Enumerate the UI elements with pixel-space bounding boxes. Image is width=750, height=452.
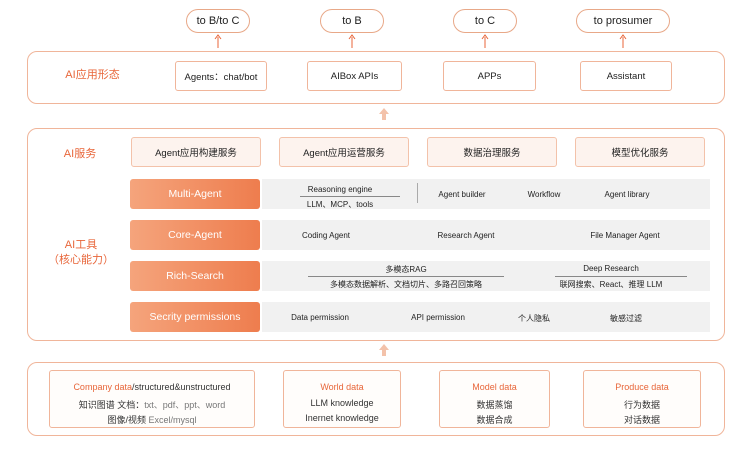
app-agents-chat-bot: Agents：chat/bot	[175, 61, 267, 91]
deep-research-title: Deep Research	[583, 264, 639, 273]
app-apps: APPs	[443, 61, 536, 91]
deep-research-sub: 联网搜索、React、推理 LLM	[559, 280, 663, 289]
app-layer-label: AI应用形态	[65, 69, 120, 81]
company-data-title: Company data	[73, 382, 132, 392]
workflow: Workflow	[527, 190, 561, 199]
tools-label-line1: AI工具	[64, 239, 98, 251]
model-data-line2: 数据合成	[476, 415, 513, 425]
api-permission: API permission	[411, 313, 465, 322]
reasoning-engine-title: Reasoning engine	[307, 185, 373, 194]
coding-agent: Coding Agent	[301, 231, 351, 240]
service-agent-build: Agent应用构建服务	[131, 137, 261, 167]
tools-label: AI工具 （核心能力）	[46, 238, 116, 268]
target-c: to C	[453, 9, 517, 33]
up-arrow-icon	[481, 34, 489, 48]
company-line2-b: txt、pdf、ppt、word	[144, 400, 226, 410]
world-data-line1: LLM knowledge	[310, 398, 374, 408]
model-data-title: Model data	[472, 382, 517, 392]
produce-data-line2: 对话数据	[623, 415, 660, 425]
tool-core-agent: Core-Agent	[130, 220, 260, 250]
research-agent: Research Agent	[437, 231, 495, 240]
target-b-c: to B/to C	[186, 9, 250, 33]
service-agent-ops: Agent应用运营服务	[279, 137, 409, 167]
up-arrow-icon	[619, 34, 627, 48]
company-line3-a: 图像/视频	[107, 415, 149, 425]
company-line3-b: Excel/mysql	[148, 415, 197, 425]
company-data-title-rest: /structured&unstructured	[131, 382, 231, 392]
deep-divider	[555, 276, 687, 277]
tool-security-permissions: Secrity permissions	[130, 302, 260, 332]
core-agent-bar	[262, 220, 710, 250]
rag-title: 多模态RAG	[385, 265, 427, 274]
produce-data-line1: 行为数据	[623, 400, 660, 410]
produce-data-title: Produce data	[615, 382, 669, 392]
vertical-divider	[417, 183, 418, 203]
model-data-line1: 数据蒸馏	[476, 400, 513, 410]
data-permission: Data permission	[291, 313, 349, 322]
tool-multi-agent: Multi-Agent	[130, 179, 260, 209]
sensitive-filter: 敏感过滤	[610, 314, 642, 323]
personal-privacy: 个人隐私	[518, 314, 550, 323]
produce-data-box: Produce data 行为数据 对话数据	[583, 370, 701, 428]
section-up-arrow-icon	[379, 108, 389, 120]
company-line2-a: 知识图谱 文档：	[78, 400, 145, 410]
tool-rich-search: Rich-Search	[130, 261, 260, 291]
agent-library: Agent library	[604, 190, 650, 199]
target-prosumer: to prosumer	[576, 9, 670, 33]
model-data-box: Model data 数据蒸馏 数据合成	[439, 370, 550, 428]
security-bar	[262, 302, 710, 332]
rag-sub: 多模态数据解析、文档切片、多路召回策略	[330, 280, 482, 289]
service-data-governance: 数据治理服务	[427, 137, 557, 167]
world-data-box: World data LLM knowledge Inernet knowled…	[283, 370, 401, 428]
services-label: AI服务	[63, 148, 97, 160]
up-arrow-icon	[348, 34, 356, 48]
file-manager-agent: File Manager Agent	[590, 231, 660, 240]
reasoning-engine-sub: LLM、MCP、tools	[306, 200, 374, 209]
rag-divider	[308, 276, 504, 277]
world-data-title: World data	[320, 382, 364, 392]
agent-builder: Agent builder	[438, 190, 486, 199]
service-model-optimize: 模型优化服务	[575, 137, 705, 167]
multi-agent-bar	[262, 179, 710, 209]
section-up-arrow-icon	[379, 344, 389, 356]
app-assistant: Assistant	[580, 61, 672, 91]
world-data-line2: Inernet knowledge	[305, 413, 379, 423]
company-data-box: Company data/structured&unstructured 知识图…	[49, 370, 255, 428]
tools-label-line2: （核心能力）	[48, 254, 114, 266]
up-arrow-icon	[214, 34, 222, 48]
reasoning-divider	[300, 196, 400, 197]
target-b: to B	[320, 9, 384, 33]
app-aibox-apis: AIBox APIs	[307, 61, 402, 91]
